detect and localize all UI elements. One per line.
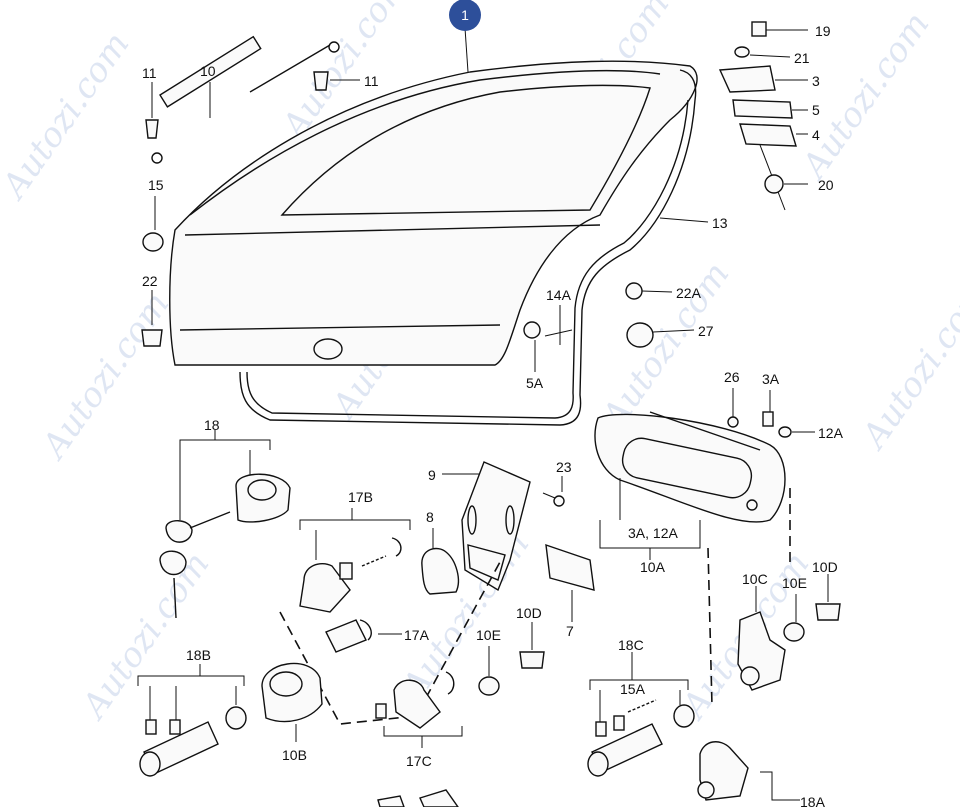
- label-15: 15: [148, 177, 164, 193]
- label-17a: 17A: [404, 627, 430, 643]
- callout-number: 1: [461, 7, 469, 23]
- label-15a: 15A: [620, 681, 646, 697]
- lock-parts-17a: [325, 619, 402, 653]
- label-18a: 18A: [800, 794, 826, 807]
- label-23: 23: [556, 459, 572, 475]
- label-14a: 14A: [546, 287, 572, 303]
- label-10a: 10A: [640, 559, 666, 575]
- label-3: 3: [812, 73, 820, 89]
- lock-parts-17c: [375, 671, 463, 748]
- label-3a-12a: 3A, 12A: [628, 525, 678, 541]
- watermark-text: Autozi.com: [0, 25, 137, 208]
- lock-mechanism-18a: [697, 741, 800, 801]
- watermark-text: Autozi.com: [73, 545, 218, 728]
- grommet-10e-right: [783, 594, 805, 642]
- callout-1: 1: [449, 0, 481, 73]
- clip-10d-right: [815, 574, 841, 621]
- gas-strut-10: [151, 35, 340, 164]
- lock-cylinder-18b: [137, 662, 323, 777]
- plate-9: [442, 461, 565, 592]
- label-3a: 3A: [762, 371, 780, 387]
- bolt-11-left: [145, 82, 159, 139]
- label-10c: 10C: [742, 571, 768, 587]
- label-11-left: 11: [142, 65, 157, 81]
- label-5a: 5A: [526, 375, 544, 391]
- label-10e-right: 10E: [782, 575, 807, 591]
- label-10d-right: 10D: [812, 559, 838, 575]
- label-12a: 12A: [818, 425, 844, 441]
- partial-parts-bottom: [377, 789, 460, 808]
- lock-parts-17b: [299, 508, 411, 613]
- label-19: 19: [815, 23, 831, 39]
- label-21: 21: [794, 50, 810, 66]
- connector-lines: [279, 488, 791, 725]
- label-18c: 18C: [618, 637, 644, 653]
- tailgate-panel: [169, 60, 698, 366]
- label-10e-middle: 10E: [476, 627, 501, 643]
- lock-cylinder-18c: [587, 652, 695, 777]
- buffer-22: [141, 290, 163, 347]
- label-10b: 10B: [282, 747, 307, 763]
- label-5: 5: [812, 102, 820, 118]
- lock-mechanism-10c: [737, 586, 786, 691]
- buffer-15: [142, 196, 164, 252]
- grommet-10e-middle: [478, 646, 500, 696]
- bracket-7: [545, 543, 595, 622]
- label-7: 7: [566, 623, 574, 639]
- handle-10a: [594, 388, 815, 560]
- label-11-right: 11: [364, 73, 379, 89]
- hinge-assembly: [718, 21, 808, 211]
- label-26: 26: [724, 369, 740, 385]
- label-8: 8: [426, 509, 434, 525]
- watermark-text: Autozi.com: [853, 275, 960, 458]
- label-4: 4: [812, 127, 820, 143]
- lock-cylinder-18: [159, 430, 291, 619]
- striker-14a-5a: [523, 305, 573, 372]
- bracket-27: [626, 322, 695, 348]
- label-10d-middle: 10D: [516, 605, 542, 621]
- label-17b: 17B: [348, 489, 373, 505]
- label-9: 9: [428, 467, 436, 483]
- clip-10d-middle: [519, 622, 545, 669]
- label-13: 13: [712, 215, 728, 231]
- label-22: 22: [142, 273, 158, 289]
- label-18b: 18B: [186, 647, 211, 663]
- label-27: 27: [698, 323, 714, 339]
- label-20: 20: [818, 177, 834, 193]
- part-labels: 19 21 3 5 4 20 11 10 11 15 22 13 14A 22A…: [142, 23, 844, 810]
- label-18: 18: [204, 417, 220, 433]
- watermark-text: Autozi.com: [33, 285, 178, 468]
- nut-22a: [625, 282, 673, 300]
- seal-8: [421, 528, 460, 595]
- bolt-11-right: [313, 71, 360, 91]
- label-22a: 22A: [676, 285, 702, 301]
- label-10: 10: [200, 63, 216, 79]
- seal-13: [239, 69, 709, 426]
- watermark-text: Autozi.com: [593, 255, 738, 438]
- label-17c: 17C: [406, 753, 432, 769]
